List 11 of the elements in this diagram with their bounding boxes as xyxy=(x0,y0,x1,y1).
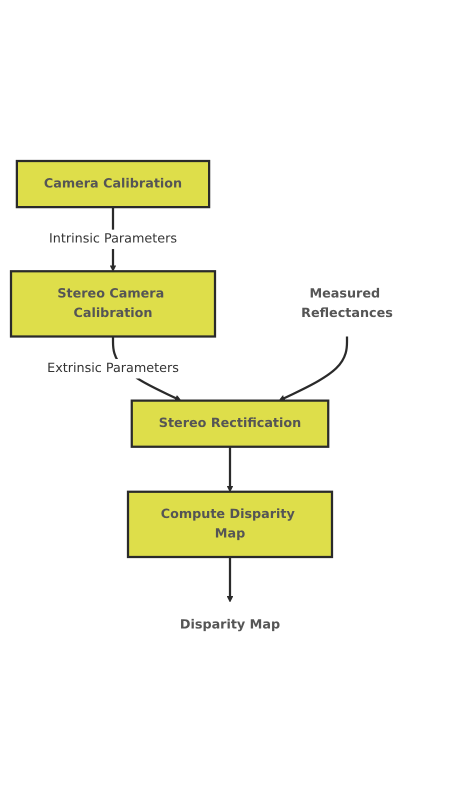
node-box: Compute Disparity Map xyxy=(126,491,334,559)
node-box: Stereo Rectification xyxy=(130,400,330,448)
node-text: Measured Reflectances xyxy=(301,286,393,321)
node-box: Camera Calibration xyxy=(16,160,210,209)
edge-label: Extrinsic Parameters xyxy=(47,360,179,376)
edge-label: Intrinsic Parameters xyxy=(49,232,177,247)
arrow xyxy=(278,336,348,402)
arrow xyxy=(226,557,234,603)
arrow xyxy=(226,447,234,492)
node-box: Stereo Camera Calibration xyxy=(10,270,216,338)
node-text: Disparity Map xyxy=(180,617,280,632)
